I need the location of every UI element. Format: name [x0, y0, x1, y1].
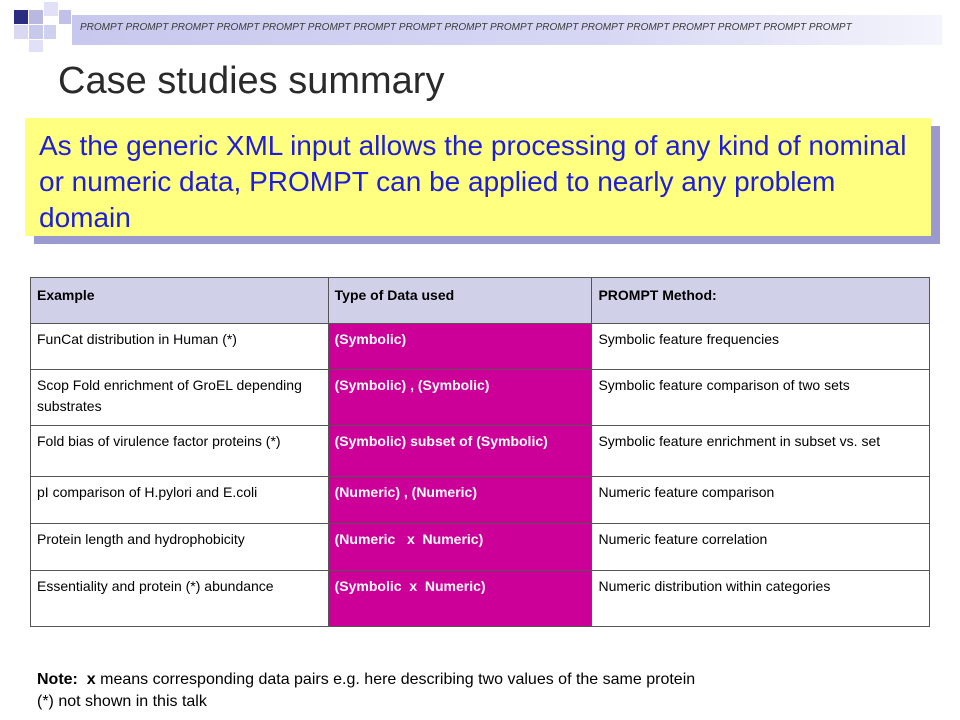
cell-example: Protein length and hydrophobicity	[30, 523, 329, 571]
header-type-of-data: Type of Data used	[327, 277, 593, 324]
table-row: pI comparison of H.pylori and E.coli (Nu…	[30, 476, 930, 524]
note-label: Note:	[37, 671, 78, 688]
header-band-text: PROMPT PROMPT PROMPT PROMPT PROMPT PROMP…	[80, 22, 852, 33]
table-header-row: Example Type of Data used PROMPT Method:	[30, 277, 930, 324]
cell-type: (Symbolic) , (Symbolic)	[327, 369, 593, 426]
table-row: FunCat distribution in Human (*) (Symbol…	[30, 323, 930, 370]
footnote-line-2: (*) not shown in this talk	[37, 693, 207, 710]
decor-square	[29, 25, 43, 39]
cell-method: Numeric feature correlation	[591, 523, 930, 571]
cell-type: (Numeric x Numeric)	[327, 523, 593, 571]
cell-type: (Symbolic x Numeric)	[327, 570, 593, 627]
slide-title: Case studies summary	[58, 60, 445, 102]
cell-type: (Symbolic) subset of (Symbolic)	[327, 425, 593, 477]
decor-square	[14, 10, 28, 24]
cell-example: pI comparison of H.pylori and E.coli	[30, 476, 329, 524]
header-prompt-method: PROMPT Method:	[591, 277, 930, 324]
decor-square	[44, 2, 58, 16]
footnote: Note: x means corresponding data pairs e…	[37, 669, 937, 713]
table-row: Fold bias of virulence factor proteins (…	[30, 425, 930, 477]
callout-box: As the generic XML input allows the proc…	[25, 118, 931, 236]
header-band	[72, 15, 942, 45]
cell-method: Numeric distribution within categories	[591, 570, 930, 627]
cell-example: FunCat distribution in Human (*)	[30, 323, 329, 370]
cell-type: (Symbolic)	[327, 323, 593, 370]
cell-type: (Numeric) , (Numeric)	[327, 476, 593, 524]
decor-square	[14, 25, 28, 39]
cell-method: Numeric feature comparison	[591, 476, 930, 524]
decor-square	[29, 40, 43, 52]
table-row: Protein length and hydrophobicity (Numer…	[30, 523, 930, 571]
case-studies-table: Example Type of Data used PROMPT Method:…	[30, 277, 930, 627]
cell-method: Symbolic feature enrichment in subset vs…	[591, 425, 930, 477]
decor-square	[29, 10, 43, 24]
header-example: Example	[30, 277, 329, 324]
table-row: Scop Fold enrichment of GroEL depending …	[30, 369, 930, 426]
cell-example: Fold bias of virulence factor proteins (…	[30, 425, 329, 477]
footnote-line-1: Note: x means corresponding data pairs e…	[37, 669, 937, 691]
decor-square	[44, 25, 56, 39]
cell-method: Symbolic feature frequencies	[591, 323, 930, 370]
decor-square	[59, 10, 71, 24]
cell-method: Symbolic feature comparison of two sets	[591, 369, 930, 426]
note-x-symbol: x	[86, 671, 96, 688]
table-row: Essentiality and protein (*) abundance (…	[30, 570, 930, 627]
cell-example: Scop Fold enrichment of GroEL depending …	[30, 369, 329, 426]
note-text: means corresponding data pairs e.g. here…	[95, 671, 696, 688]
cell-example: Essentiality and protein (*) abundance	[30, 570, 329, 627]
